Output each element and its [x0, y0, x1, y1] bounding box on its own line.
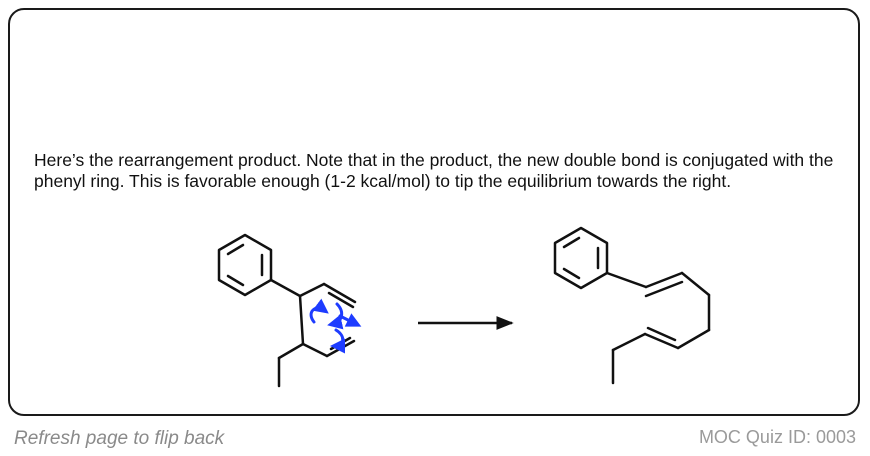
bond: [298, 294, 305, 346]
curved-arrow: [338, 313, 362, 327]
phenyl-inner-bond: [562, 236, 581, 249]
curved-arrow: [330, 328, 346, 354]
phenyl-ring: [217, 233, 273, 297]
bond: [605, 271, 648, 289]
vinyl-double-bond: [322, 282, 357, 304]
quiz-card: [8, 8, 860, 416]
bond: [269, 278, 302, 298]
curved-arrows: [309, 298, 362, 354]
conjugated-double-bond: [644, 271, 684, 289]
curved-arrow: [327, 302, 344, 330]
product: [553, 226, 711, 385]
refresh-hint[interactable]: Refresh page to flip back: [14, 428, 225, 449]
bond: [611, 332, 647, 352]
bond: [680, 271, 711, 297]
internal-double-bond: [646, 326, 677, 342]
bond: [277, 342, 305, 360]
bond: [676, 328, 711, 350]
phenyl-inner-bond: [562, 267, 581, 280]
quiz-id-label: MOC Quiz ID: 0003: [698, 427, 856, 447]
phenyl-inner-bond: [226, 243, 245, 256]
curved-arrow: [309, 298, 329, 324]
bond: [298, 282, 326, 298]
internal-double-bond: [643, 332, 680, 350]
phenyl-ring: [553, 226, 609, 290]
conjugated-double-bond: [644, 280, 684, 298]
vinyl-double-bond: [327, 291, 355, 309]
bond: [301, 342, 329, 358]
starting-material: [217, 233, 357, 388]
explanation-text: Here’s the rearrangement product. Note t…: [34, 150, 834, 191]
phenyl-inner-bond: [226, 274, 245, 287]
